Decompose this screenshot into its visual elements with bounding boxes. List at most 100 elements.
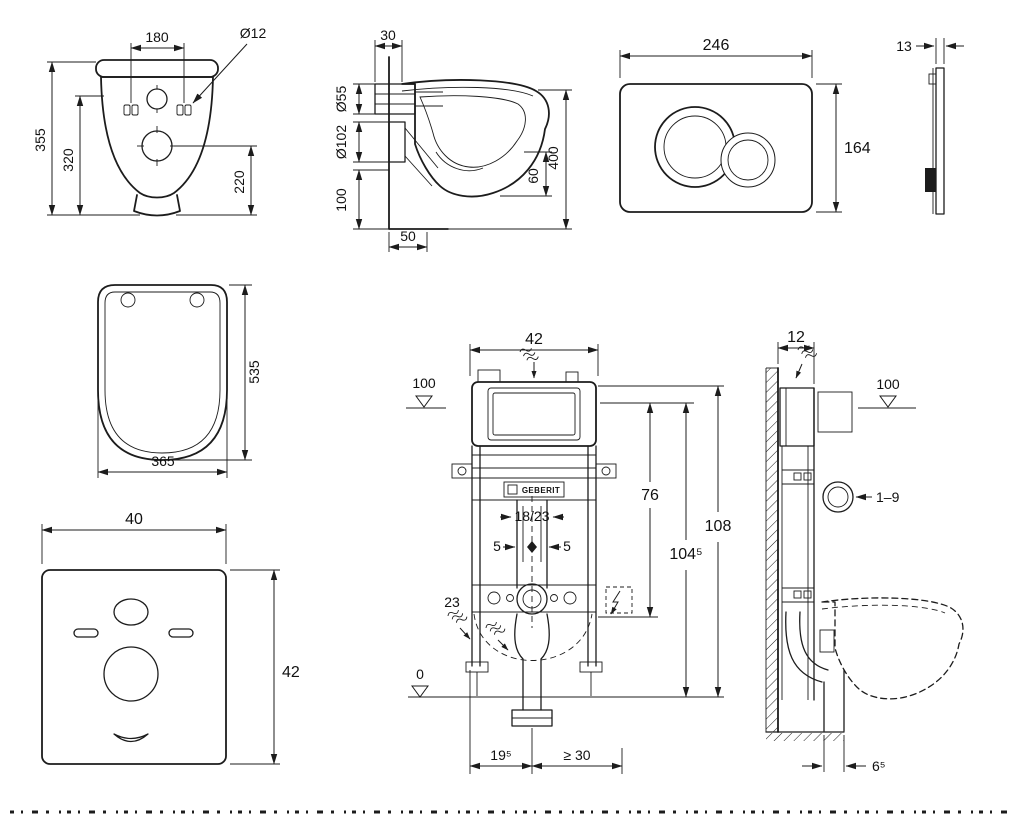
- flush-plate-body: [619, 83, 813, 213]
- bottom-rail-fixings: [487, 583, 577, 615]
- dim-label-365: 365: [151, 453, 175, 469]
- dim-pipe-offset-65: 6⁵: [802, 735, 886, 774]
- dim-label-d55: Ø55: [333, 86, 349, 113]
- dim-label-5-left: 5: [493, 538, 501, 554]
- view-seat-top: 535 365: [97, 284, 262, 478]
- view-flush-plate-front: 246 164: [619, 37, 871, 213]
- dim-label-19: 1–9: [876, 489, 900, 505]
- level-marker-100-side: 100: [858, 376, 916, 409]
- seat-hinge-left: [120, 292, 136, 308]
- wc-side-outline: [401, 79, 550, 198]
- cistern-tank: [471, 369, 597, 447]
- flush-button-large: [654, 106, 736, 188]
- dim-finish-range: 1–9: [855, 489, 900, 505]
- dim-label-180: 180: [145, 29, 169, 45]
- dim-pipe-dia: 18/23: [500, 508, 564, 524]
- level-label-0: 0: [416, 666, 424, 682]
- dim-hole-spacing: 180: [130, 29, 185, 103]
- dim-seat-length: 535: [165, 284, 262, 461]
- dim-label-320: 320: [60, 148, 76, 172]
- dim-offsets-5: 5 5: [493, 538, 571, 554]
- seat-inner-contour: [104, 291, 221, 454]
- actuator-side: [822, 481, 854, 513]
- pad-hole-top: [113, 598, 149, 626]
- plate-side-clip: [925, 168, 936, 192]
- dim-label-76: 76: [641, 487, 659, 504]
- view-frame-front: 42 100 GEBERIT: [406, 331, 731, 774]
- view-wc-front: 180 Ø12 355 320 220: [32, 25, 267, 217]
- dim-seat-width: 365: [97, 394, 228, 478]
- frame-feet: [465, 661, 603, 696]
- dim-plate-width: 246: [619, 37, 813, 78]
- centerline-diamond: [527, 541, 537, 553]
- dim-label-5-right: 5: [563, 538, 571, 554]
- pad-slot-right: [168, 628, 194, 638]
- water-supply-icon: [518, 344, 540, 379]
- dim-label-42-frame: 42: [525, 331, 543, 348]
- dim-label-1823: 18/23: [514, 508, 549, 524]
- dim-label-d12: Ø12: [240, 25, 267, 41]
- view-install-side: 12 100 1–9: [765, 329, 964, 774]
- dim-height-total-108: 108: [598, 385, 731, 698]
- dim-label-42-pad: 42: [282, 664, 300, 681]
- dim-label-13: 13: [896, 38, 912, 54]
- dim-label-50: 50: [400, 228, 416, 244]
- level-label-100-side: 100: [876, 376, 900, 392]
- flush-pipe-channel: [516, 496, 548, 628]
- plate-side-notch: [928, 73, 937, 85]
- dim-label-246: 246: [703, 37, 730, 54]
- dim-height-total: 355: [32, 61, 140, 216]
- wc-side-connector: [374, 83, 443, 187]
- dim-label-220: 220: [231, 170, 247, 194]
- tank-side-profile: [779, 387, 853, 447]
- dim-label-12: 12: [787, 329, 805, 346]
- dim-plate-thickness: 13: [896, 38, 964, 64]
- frame-side-profile: [781, 387, 815, 701]
- dim-pad-height: 42: [230, 569, 300, 765]
- outlet-pipe-side: [785, 611, 845, 732]
- ceramic-ghost-arc: [473, 613, 593, 661]
- dim-flush-dia: Ø55: [333, 83, 375, 115]
- dim-pad-width: 40: [41, 511, 227, 564]
- dim-frame-width: 42: [469, 331, 599, 376]
- pad-slit-bottom: [113, 733, 149, 743]
- dim-front-height: 60: [500, 151, 552, 197]
- dim-label-60: 60: [525, 168, 541, 184]
- dim-label-40: 40: [125, 511, 143, 528]
- view-flush-plate-side: 13: [896, 38, 964, 215]
- seat-outline: [97, 284, 228, 461]
- brand-plate: GEBERIT: [503, 481, 565, 498]
- dim-label-ge30: ≥ 30: [563, 747, 590, 763]
- level-marker-0: 0: [408, 666, 724, 698]
- plate-side-profile: [935, 67, 945, 215]
- pad-hole-center: [103, 646, 159, 702]
- dim-outlet-dia: Ø102: [333, 121, 389, 163]
- dim-wall-offset: 30: [374, 27, 403, 82]
- bowl-ghost-outline: [819, 597, 964, 700]
- dim-label-23: 23: [444, 594, 460, 610]
- pad-slot-left: [73, 628, 99, 638]
- dim-height-body: 320: [60, 95, 104, 216]
- wc-front-fixing-holes: [123, 104, 192, 116]
- dim-plate-height: 164: [816, 83, 871, 213]
- level-marker-100: 100: [406, 375, 446, 409]
- dim-depth-400: 400: [448, 89, 572, 230]
- dim-label-195: 19⁵: [490, 747, 511, 763]
- structural-wall: [765, 367, 845, 741]
- dim-height-top-1045: 104⁵: [669, 402, 703, 698]
- pad-outline: [41, 569, 227, 765]
- level-label-100: 100: [412, 375, 436, 391]
- dim-label-65: 6⁵: [872, 758, 886, 774]
- dim-label-164: 164: [844, 140, 871, 157]
- dim-label-1045: 104⁵: [669, 546, 702, 563]
- dim-label-100: 100: [333, 188, 349, 212]
- electrical-option-icon: [605, 586, 633, 615]
- dim-label-535: 535: [246, 360, 262, 384]
- dim-label-355: 355: [32, 128, 48, 152]
- frame-rails: [471, 445, 597, 667]
- wc-front-outlet-hole: [137, 126, 177, 166]
- water-supply-icon-side: [795, 341, 818, 379]
- flush-button-small: [720, 132, 776, 188]
